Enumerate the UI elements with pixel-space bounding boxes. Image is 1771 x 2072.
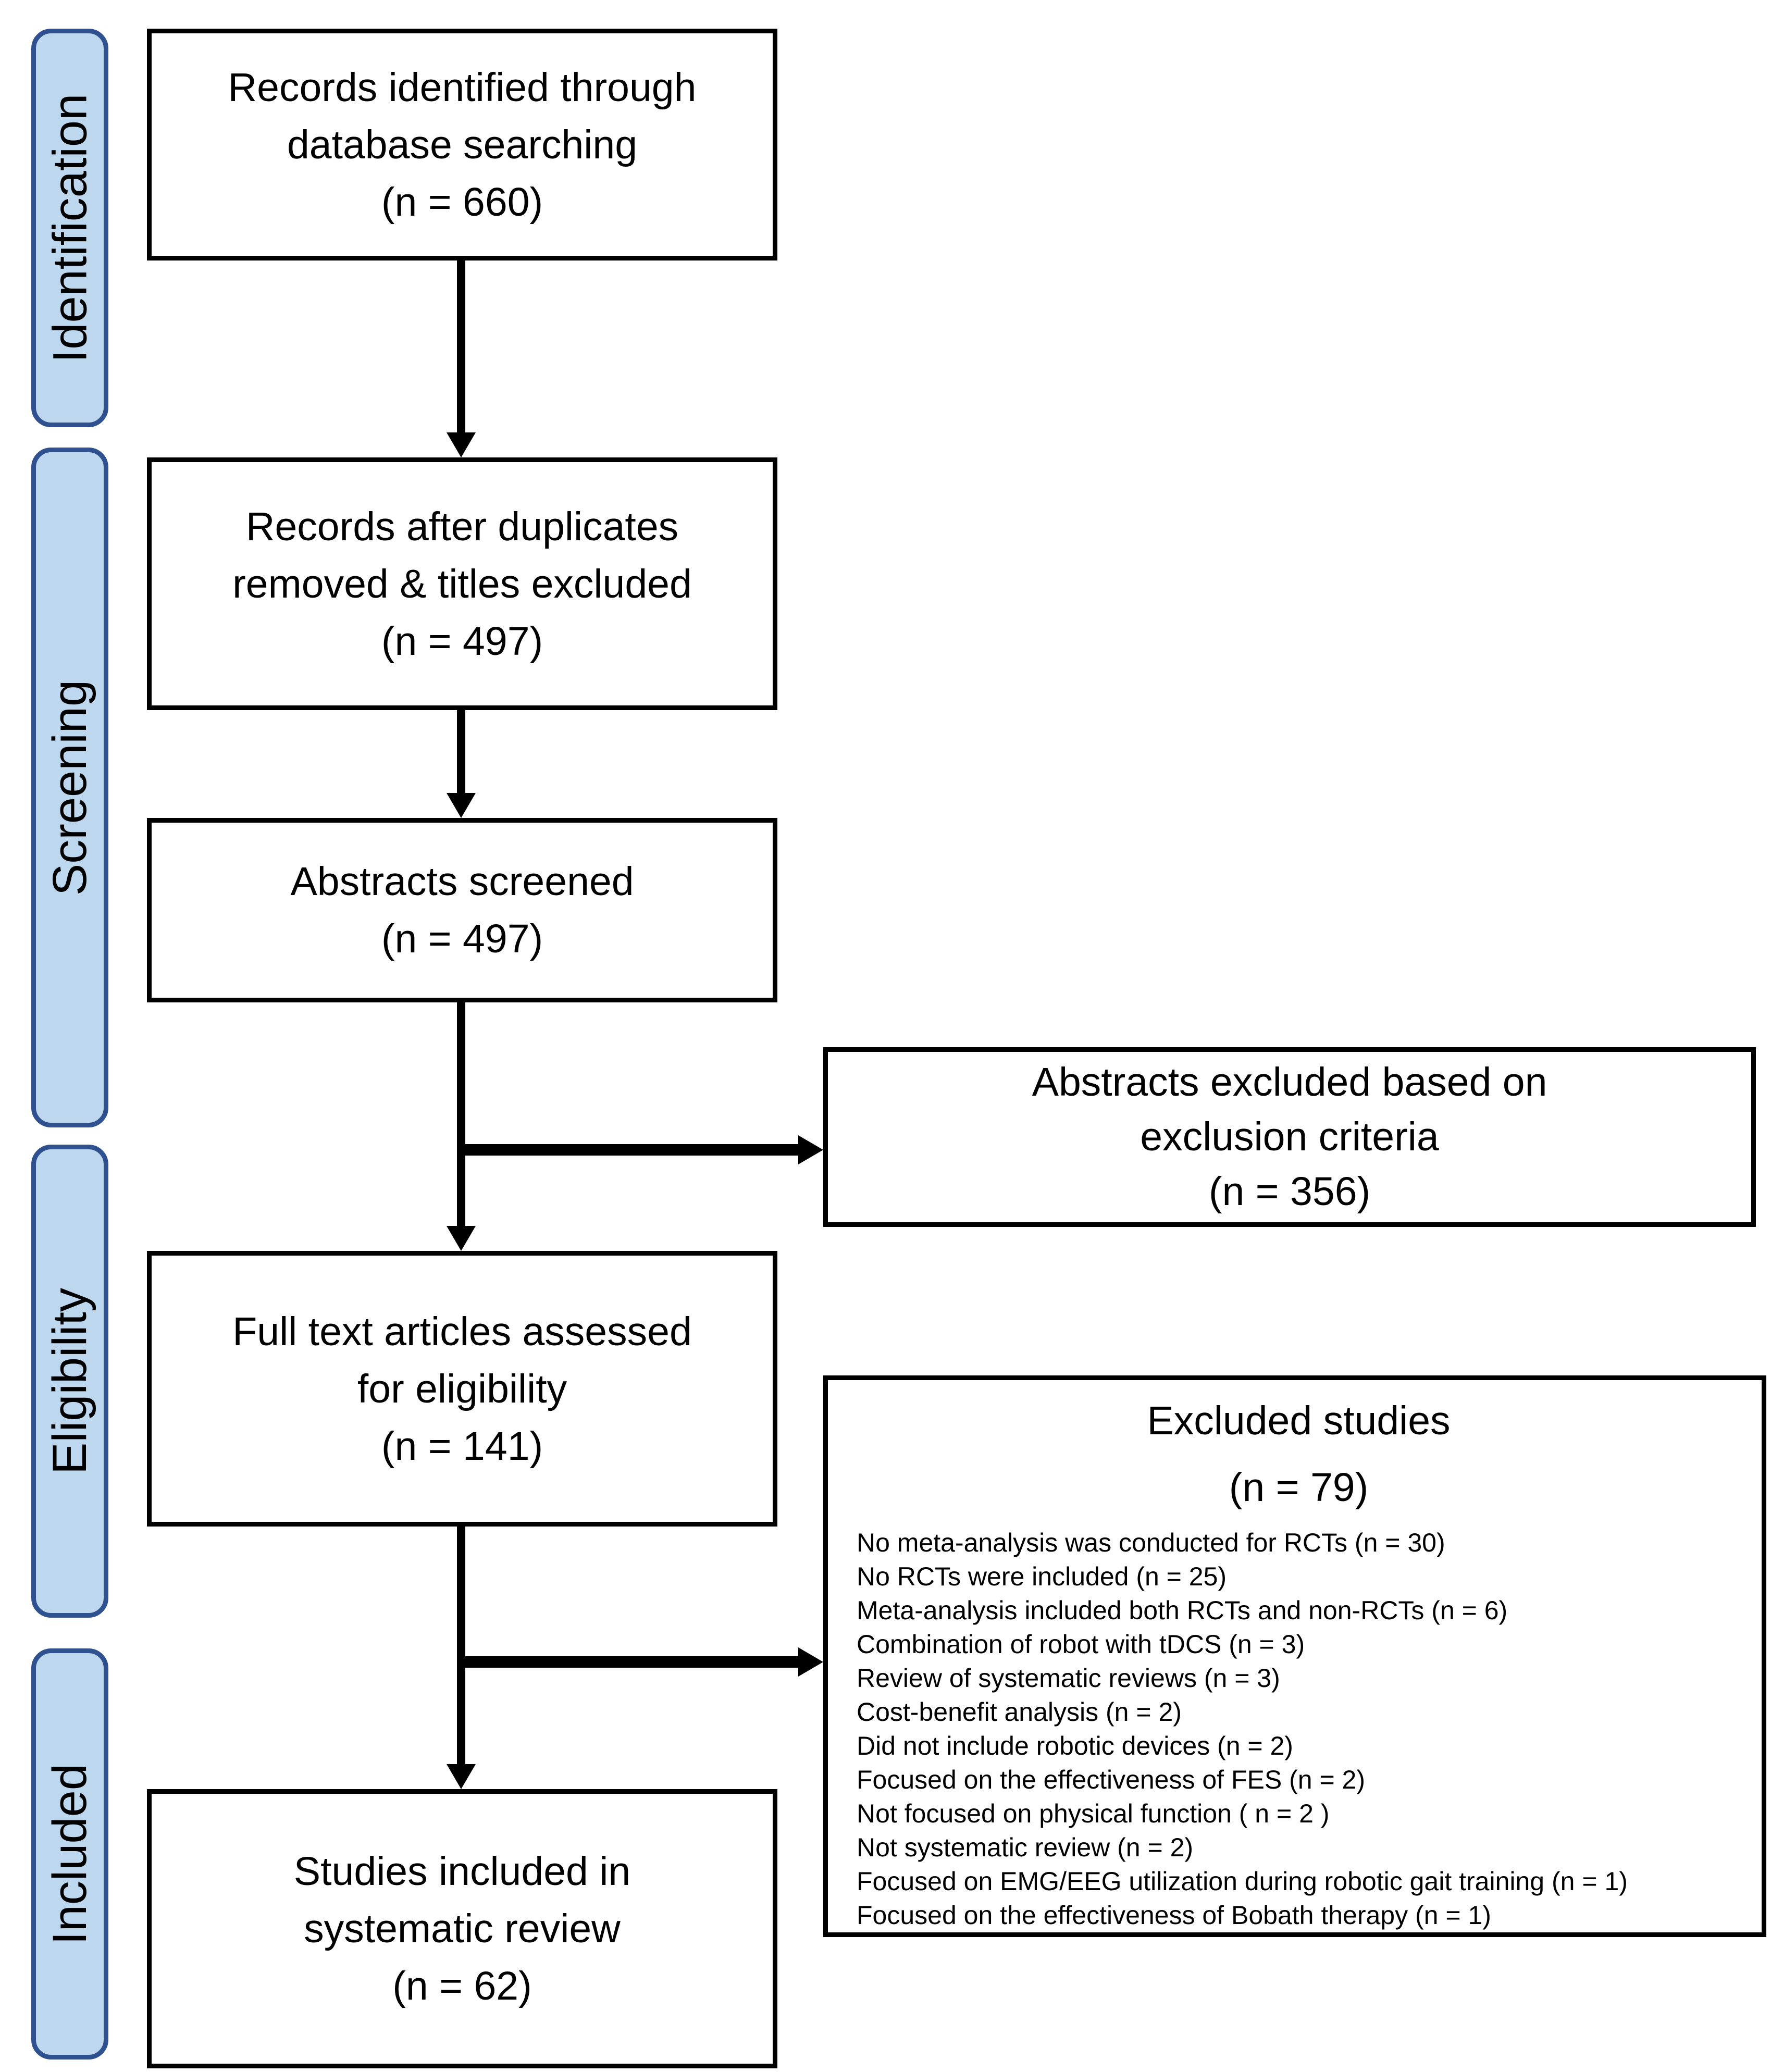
excluded-reason: Focused on the effectiveness of Bobath t…	[857, 1901, 1491, 1930]
box-line: removed & titles excluded	[232, 561, 692, 606]
excluded-studies-count: (n = 79)	[1229, 1465, 1369, 1510]
box-count: (n = 497)	[381, 916, 543, 961]
arrowhead-down-icon	[447, 793, 476, 818]
excluded-reason: Not systematic review (n = 2)	[857, 1833, 1194, 1862]
stage-label-screening: Screening	[31, 448, 108, 1127]
stage-label-text: Identification	[43, 93, 96, 363]
stage-label-eligibility: Eligibility	[31, 1145, 108, 1618]
box-line: Full text articles assessed	[232, 1309, 692, 1354]
arrowhead-down-icon	[447, 432, 476, 457]
stage-label-included: Included	[31, 1648, 108, 2059]
arrow-line-fulltext-to-included	[457, 1527, 465, 1765]
arrow-line-identified-to-duplicates	[457, 260, 465, 433]
side-box-abstracts-excluded: Abstracts excluded based on exclusion cr…	[823, 1047, 1756, 1227]
excluded-reasons-list: No meta-analysis was conducted for RCTs …	[857, 1526, 1741, 1932]
box-line: systematic review	[304, 1906, 621, 1951]
excluded-reason: Combination of robot with tDCS (n = 3)	[857, 1630, 1305, 1659]
excluded-reason: Not focused on physical function ( n = 2…	[857, 1799, 1330, 1828]
excluded-reason: Focused on EMG/EEG utilization during ro…	[857, 1867, 1628, 1896]
excluded-reason: Cost-benefit analysis (n = 2)	[857, 1697, 1182, 1727]
box-line: Records identified through	[228, 65, 697, 110]
box-count: (n = 141)	[381, 1423, 543, 1469]
branch-line-abstracts-excluded	[461, 1144, 798, 1156]
flow-box-fulltext-assessed: Full text articles assessed for eligibil…	[147, 1251, 777, 1527]
excluded-reason: Meta-analysis included both RCTs and non…	[857, 1596, 1508, 1625]
arrowhead-down-icon	[447, 1764, 476, 1789]
stage-label-text: Screening	[43, 679, 96, 896]
box-line: Studies included in	[293, 1849, 631, 1894]
box-line: database searching	[287, 122, 638, 167]
excluded-reason: No RCTs were included (n = 25)	[857, 1562, 1227, 1591]
box-count: (n = 356)	[1208, 1169, 1371, 1214]
flow-box-studies-included: Studies included in systematic review (n…	[147, 1789, 777, 2068]
box-line: Records after duplicates	[245, 504, 679, 549]
box-line: Abstracts screened	[290, 859, 634, 904]
side-box-excluded-studies: Excluded studies (n = 79) No meta-analys…	[823, 1375, 1766, 1937]
excluded-reason: Did not include robotic devices (n = 2)	[857, 1731, 1293, 1760]
stage-label-identification: Identification	[31, 29, 108, 427]
branch-line-excluded-studies	[461, 1656, 798, 1668]
box-line: Abstracts excluded based on	[1032, 1060, 1547, 1105]
stage-label-text: Eligibility	[43, 1288, 96, 1474]
arrowhead-right-icon	[798, 1647, 823, 1677]
arrow-line-duplicates-to-abstracts	[457, 710, 465, 794]
excluded-reason: No meta-analysis was conducted for RCTs …	[857, 1528, 1445, 1557]
excluded-reason: Focused on the effectiveness of FES (n =…	[857, 1765, 1366, 1794]
excluded-studies-title: Excluded studies	[1147, 1398, 1451, 1443]
flow-box-records-after-duplicates: Records after duplicates removed & title…	[147, 457, 777, 710]
flow-box-abstracts-screened: Abstracts screened (n = 497)	[147, 818, 777, 1002]
arrowhead-right-icon	[798, 1135, 823, 1164]
stage-label-text: Included	[43, 1763, 96, 1945]
box-line: exclusion criteria	[1140, 1114, 1439, 1159]
box-count: (n = 62)	[392, 1964, 532, 2008]
box-line: for eligibility	[357, 1366, 567, 1411]
box-count: (n = 660)	[381, 179, 543, 225]
box-count: (n = 497)	[381, 618, 543, 664]
flow-box-records-identified: Records identified through database sear…	[147, 29, 777, 260]
arrowhead-down-icon	[447, 1226, 476, 1251]
excluded-reason: Review of systematic reviews (n = 3)	[857, 1664, 1280, 1693]
arrow-line-abstracts-to-fulltext	[457, 1002, 465, 1227]
